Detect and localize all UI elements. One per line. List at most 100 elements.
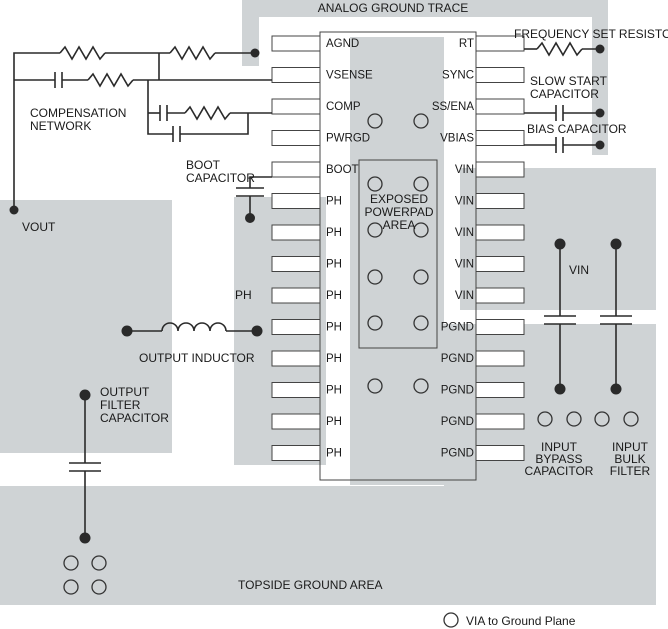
exposed-powerpad (358, 159, 438, 349)
via-legend-label: VIA to Ground Plane (466, 614, 576, 628)
pad-right-2 (475, 67, 525, 83)
analog-ground-trace-label: ANALOG GROUND TRACE (318, 1, 468, 15)
pad-right-1 (475, 35, 525, 52)
pad-left-5 (271, 161, 321, 178)
pin-label-left: PH (326, 227, 342, 239)
compensation-label-2: NETWORK (30, 119, 91, 133)
input-bulk-label-1: INPUT (612, 440, 649, 454)
pad-right-13 (475, 413, 525, 430)
pad-left-2 (271, 67, 321, 83)
topside-ground-label: TOPSIDE GROUND AREA (238, 578, 382, 592)
pin-label-left: AGND (326, 38, 359, 50)
input-bulk-label-3: FILTER (610, 464, 651, 478)
via (413, 269, 429, 285)
output-filter-label-3: CAPACITOR (100, 411, 169, 425)
ic-ground-area (350, 37, 444, 485)
pin-label-left: PH (326, 416, 342, 428)
vout-area (0, 200, 172, 453)
topside-ground-area (0, 486, 656, 605)
pad-right-5 (475, 161, 525, 178)
powerpad-label-1: EXPOSED (370, 192, 428, 206)
pad-left-8 (271, 256, 321, 272)
pad-right-10 (475, 319, 525, 335)
pad-left-7 (271, 224, 321, 241)
pin-label-right: SYNC (442, 70, 474, 82)
resistor-r2 (169, 45, 216, 61)
pin-label-right: VBIAS (440, 133, 474, 145)
pin-label-left: PH (326, 196, 342, 208)
output-inductor-label: OUTPUT INDUCTOR (139, 351, 255, 365)
boot-cap-label-2: CAPACITOR (186, 171, 255, 185)
pad-right-7 (475, 224, 525, 241)
resistor-r4 (184, 105, 231, 121)
output-filter-capacitor (63, 389, 107, 595)
input-bypass-label-3: CAPACITOR (525, 464, 594, 478)
pad-right-8 (475, 256, 525, 272)
compensation-label-1: COMPENSATION (30, 106, 126, 120)
vin-area-label: VIN (569, 263, 589, 277)
analog-ground-trace-right (592, 0, 608, 155)
boot-capacitor (236, 176, 272, 223)
pin-label-left: PH (326, 353, 342, 365)
via (413, 113, 429, 129)
pad-left-10 (271, 319, 321, 335)
pin-label-right: SS/ENA (432, 101, 475, 113)
via (413, 378, 429, 394)
pin-label-left: PH (326, 290, 342, 302)
pin-label-left: PH (326, 322, 342, 334)
pin-label-right: PGND (441, 385, 474, 397)
pin-label-left: PH (326, 448, 342, 460)
output-filter-label-1: OUTPUT (100, 385, 150, 399)
compensation-network (9, 45, 272, 215)
pad-left-6 (271, 193, 321, 209)
pad-right-6 (475, 193, 525, 209)
pad-left-12 (271, 382, 321, 398)
boot-cap-label-1: BOOT (186, 158, 221, 172)
frequency-set-resistor (524, 41, 605, 57)
pin-label-left: PH (326, 385, 342, 397)
pin-label-left: COMP (326, 101, 361, 113)
via (413, 222, 429, 238)
pad-left-3 (271, 98, 321, 115)
pin-label-right: VIN (455, 164, 474, 176)
pad-right-14 (475, 445, 525, 461)
via (367, 222, 383, 238)
pin-label-right: PGND (441, 448, 474, 460)
slow-start-label-2: CAPACITOR (530, 87, 599, 101)
pad-left-4 (271, 130, 321, 146)
pad-left-1 (271, 35, 321, 52)
powerpad-label-3: AREA (383, 218, 416, 232)
pad-left-11 (271, 350, 321, 367)
input-bypass-label-1: INPUT (541, 440, 578, 454)
pin-label-right: PGND (441, 416, 474, 428)
analog-ground-trace-top (242, 0, 608, 17)
pin-label-right: PGND (441, 322, 474, 334)
pin-label-right: VIN (455, 259, 474, 271)
pad-left-14 (271, 445, 321, 461)
resistor-r1 (59, 45, 106, 61)
left-pads (271, 35, 321, 461)
right-pads (475, 35, 525, 461)
input-bypass-label-2: BYPASS (535, 452, 582, 466)
powerpad-label-2: POWERPAD (364, 205, 433, 219)
pin-label-left: PWRGD (326, 133, 370, 145)
bias-capacitor (524, 137, 605, 153)
pin-label-left: BOOT (326, 164, 359, 176)
pad-right-11 (475, 350, 525, 367)
right-pin-labels: RTSYNCSS/ENAVBIASVINVINVINVINVINPGNDPGND… (432, 38, 475, 460)
via (413, 176, 429, 192)
pin-label-right: VIN (455, 290, 474, 302)
pin-label-right: PGND (441, 353, 474, 365)
pin-label-left: VSENSE (326, 70, 373, 82)
pad-right-9 (475, 287, 525, 304)
output-inductor (121, 322, 263, 337)
input-bypass-capacitor (537, 238, 582, 427)
pad-right-12 (475, 382, 525, 398)
bias-capacitor-label: BIAS CAPACITOR (527, 122, 627, 136)
vout-label: VOUT (22, 220, 56, 234)
output-filter-label-2: FILTER (100, 398, 141, 412)
pin-label-right: VIN (455, 196, 474, 208)
input-bulk-filter (594, 238, 639, 427)
via (367, 315, 383, 331)
